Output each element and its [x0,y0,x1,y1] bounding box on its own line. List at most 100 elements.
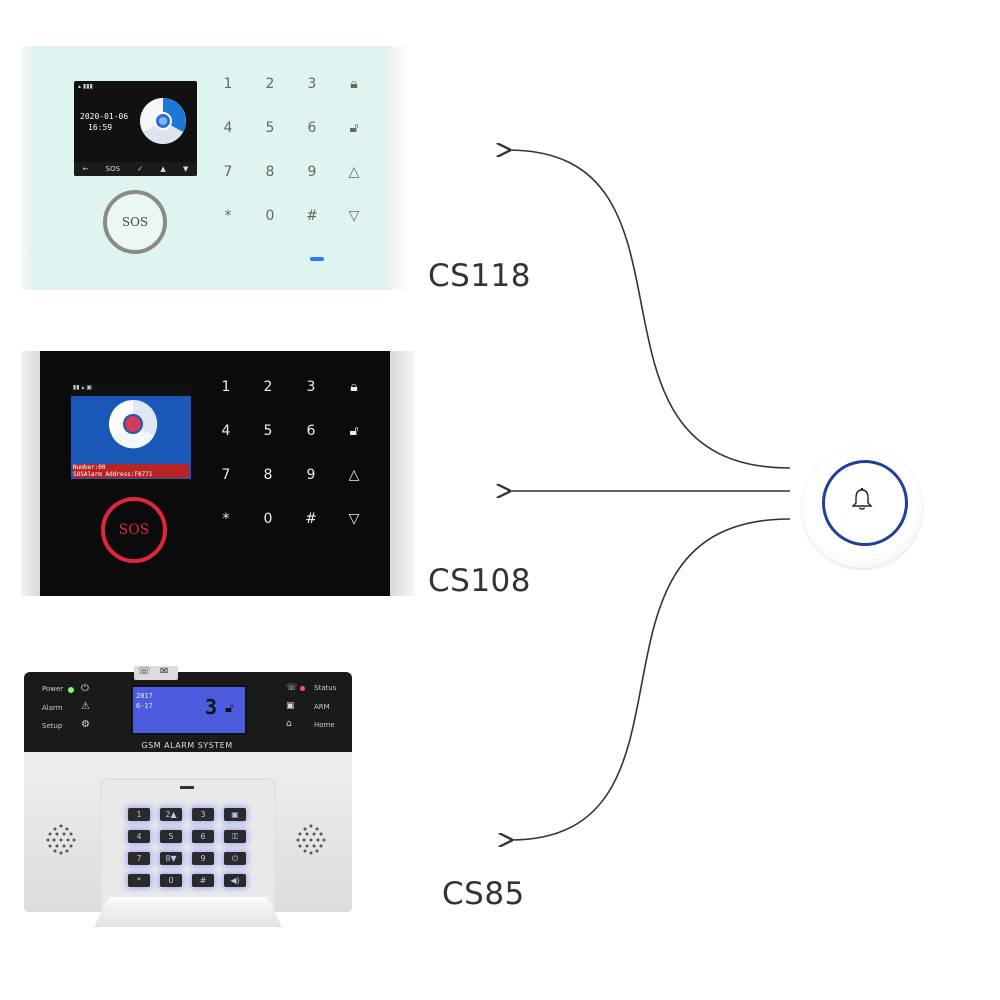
cs108-key-8[interactable]: 8 [263,467,273,483]
gear-icon: ⚙ [81,719,90,730]
cs118-sos-button[interactable]: SOS [103,190,167,254]
cs85-model-label: CS85 [442,876,525,912]
cs85-key-7[interactable]: 7 [128,852,150,865]
cs85-keypad: 1 2▲ 3 ▣ 4 5 6 ⚿ 7 8▼ 9 ⏻ * 0 # ◀) [100,778,276,912]
power-led [68,687,74,693]
arm-disarm-wheel-icon [140,98,186,144]
cs108-key-1[interactable]: 1 [221,379,231,395]
cs108-key-4[interactable]: 4 [221,423,231,439]
cs118-screen-bar: ← SOS ✓ ▲ ▼ [74,162,197,176]
cs118-key-hash[interactable]: # [306,208,318,224]
cs108-panel: ▮▮ ▴ ▣ Number:00 SOSAlarm Address:F8771 … [21,351,414,596]
cs108-key-5[interactable]: 5 [263,423,273,439]
cs108-key-9[interactable]: 9 [306,467,316,483]
phone-icon: ☏ [286,683,298,693]
cs118-key-3[interactable]: 3 [307,76,317,92]
cs118-bar-ok: ✓ [137,165,144,173]
cs85-key-8[interactable]: 8▼ [160,852,182,865]
cs85-key-4[interactable]: 4 [128,830,150,843]
cs118-bar-sos: SOS [105,165,121,173]
status-led [300,686,305,691]
cs85-keypad-flap[interactable] [94,897,282,927]
cs108-down-icon[interactable]: ▽ [348,511,360,527]
cs118-key-0[interactable]: 0 [265,208,275,224]
cs108-key-2[interactable]: 2 [263,379,273,395]
cs118-right-edge [386,46,410,290]
cs108-key-star[interactable]: * [222,511,230,527]
cs108-right-edge [390,351,414,596]
cs118-screen-date: 2020-01-06 [80,112,129,121]
cs118-down-icon[interactable]: ▽ [348,208,360,224]
cs85-key-3[interactable]: 3 [192,808,214,821]
cs85-title: GSM ALARM SYSTEM [141,741,233,750]
cs108-key-0[interactable]: 0 [263,511,273,527]
cs108-screen-line1: Number:00 [73,464,106,471]
cs108-key-6[interactable]: 6 [306,423,316,439]
cs85-indicator-slot [180,786,194,789]
cs118-bar-back: ← [82,165,89,173]
cs108-status-icons: ▮▮ ▴ ▣ [71,384,191,396]
cs85-indicator-arm: ARM [314,703,330,711]
mail-icon: ✉ [160,666,169,677]
cs108-unlock-icon[interactable]: 🔓︎ [349,423,359,439]
cs118-key-4[interactable]: 4 [223,120,233,136]
cs85-key-9[interactable]: 9 [192,852,214,865]
cs118-bar-up: ▲ [160,165,166,173]
lock-icon: ▣ [286,701,295,711]
cs118-key-6[interactable]: 6 [307,120,317,136]
cs85-key-hash[interactable]: # [192,874,214,887]
cs85-indicator-status: Status [314,684,337,692]
cs108-model-label: CS108 [428,563,531,599]
cs108-key-hash[interactable]: # [305,511,317,527]
bell-icon [851,487,873,510]
home-icon: ⌂ [286,719,292,729]
cs118-left-edge [21,46,33,290]
cs85-key-disarm[interactable]: ⚿ [224,830,246,843]
cs118-key-7[interactable]: 7 [223,164,233,180]
cs108-screen-info: Number:00 SOSAlarm Address:F8771 [73,464,189,478]
cs85-key-1[interactable]: 1 [128,808,150,821]
cs85-top-icons: ☏ ✉ [134,666,178,680]
cs85-lcd: 2017 6-17 3 🔓︎ [131,685,247,735]
cs85-lcd-text: 2017 6-17 [136,691,153,711]
cs85-key-star[interactable]: * [128,874,150,887]
cs85-key-speaker[interactable]: ◀) [224,874,246,887]
cs108-left-edge [21,351,40,596]
cs118-lock-icon[interactable]: 🔒︎ [350,76,358,92]
cs118-unlock-icon[interactable]: 🔓︎ [349,120,359,136]
cs85-key-arm[interactable]: ▣ [224,808,246,821]
cs85-key-0[interactable]: 0 [160,874,182,887]
cs118-key-2[interactable]: 2 [265,76,275,92]
cs85-lcd-line2: 6-17 [136,702,153,710]
cs85-key-2[interactable]: 2▲ [160,808,182,821]
cs108-up-icon[interactable]: △ [348,467,360,483]
cs118-status-icons: ▴ ▮▮▮ [78,83,93,90]
cs85-lcd-line1: 2017 [136,692,153,700]
cs108-lock-icon[interactable]: 🔒︎ [350,379,358,395]
doorbell-button-ring [822,460,908,546]
arrow-to-cs85 [510,518,791,840]
speaker-grille-left [46,824,76,855]
cs108-key-3[interactable]: 3 [306,379,316,395]
cs118-key-5[interactable]: 5 [265,120,275,136]
power-icon: ⏻ [81,683,89,694]
cs85-key-power[interactable]: ⏻ [224,852,246,865]
cs118-key-8[interactable]: 8 [265,164,275,180]
cs118-key-star[interactable]: * [224,208,232,224]
cs108-key-7[interactable]: 7 [221,467,231,483]
cs118-up-icon[interactable]: △ [348,164,360,180]
speaker-grille-right [296,824,326,855]
cs118-key-1[interactable]: 1 [223,76,233,92]
cs108-screen-line2: SOSAlarm Address:F8771 [73,471,153,478]
cs85-key-6[interactable]: 6 [192,830,214,843]
cs118-screen: ▴ ▮▮▮ 2020-01-06 16:59 ← SOS ✓ ▲ ▼ [74,81,197,176]
cs85-indicator-home: Home [314,721,335,729]
cs118-key-9[interactable]: 9 [307,164,317,180]
cs118-model-label: CS118 [428,258,531,294]
alarm-icon: ⚠ [81,701,90,712]
cs85-key-5[interactable]: 5 [160,830,182,843]
cs108-sos-button[interactable]: SOS [101,497,167,563]
phone-icon: ☏ [138,666,151,677]
arrow-to-cs118 [508,150,791,469]
